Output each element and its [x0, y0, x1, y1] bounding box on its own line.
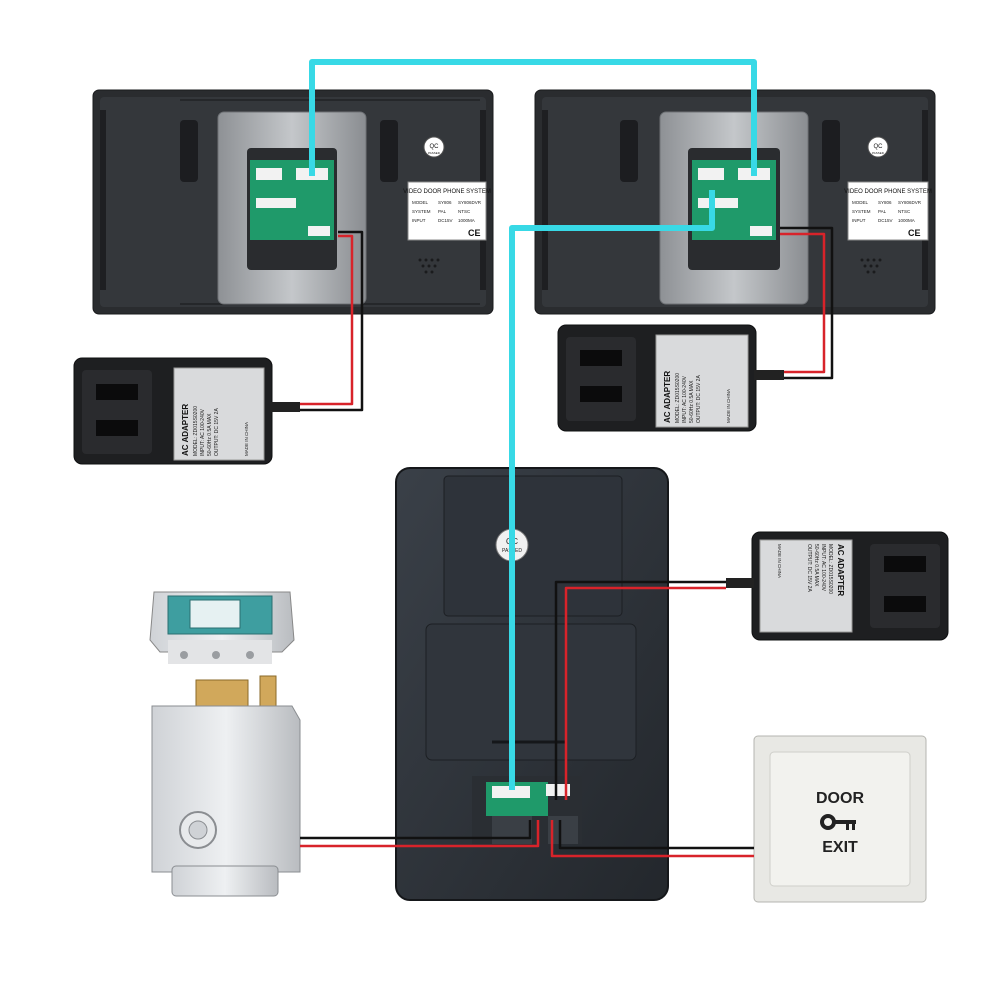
adapter-door: AC ADAPTER MODEL: ZD015S0200 INPUT: AC 1… — [726, 531, 949, 641]
svg-text:PASSED: PASSED — [872, 151, 885, 155]
exit-wire-black — [558, 820, 754, 850]
monitor-right: VIDEO DOOR PHONE SYSTEM MODEL SY806 SY80… — [534, 89, 936, 315]
adapter-right-title: AC ADAPTER — [663, 371, 672, 423]
svg-text:1000MA: 1000MA — [898, 218, 915, 223]
svg-text:MADE IN CHINA: MADE IN CHINA — [777, 544, 782, 578]
exit-button-device: DOOR EXIT — [753, 735, 927, 903]
adapter-monitor-left: AC ADAPTER MODEL: ZD015S0200 INPUT: AC 1… — [73, 357, 300, 465]
svg-text:MODEL: ZD015S0200: MODEL: ZD015S0200 — [675, 373, 681, 423]
svg-text:MODEL: ZD015S0200: MODEL: ZD015S0200 — [827, 544, 833, 594]
adapter-left-title: AC ADAPTER — [181, 404, 190, 456]
svg-text:QC: QC — [430, 144, 440, 150]
svg-text:DC15V: DC15V — [878, 218, 893, 223]
svg-text:SY806DVR: SY806DVR — [458, 200, 482, 205]
lock-wire-red — [300, 820, 540, 848]
power-wire-right-black — [780, 226, 834, 380]
power-wire-door-red — [564, 586, 726, 800]
monitor-left-label-row1: MODEL — [412, 200, 429, 205]
svg-text:NTSC: NTSC — [898, 209, 911, 214]
svg-text:SY806DVR: SY806DVR — [898, 200, 922, 205]
svg-text:DC15V: DC15V — [438, 218, 453, 223]
ce-mark-right: CE — [908, 228, 921, 238]
exit-button-line2: EXIT — [822, 839, 858, 856]
svg-text:MADE IN CHINA: MADE IN CHINA — [244, 422, 249, 456]
svg-text:MADE IN CHINA: MADE IN CHINA — [726, 389, 731, 423]
svg-text:QC: QC — [874, 144, 884, 150]
svg-text:MODEL: ZD015S0200: MODEL: ZD015S0200 — [193, 406, 199, 456]
svg-text:OUTPUT: DC 15V 2A: OUTPUT: DC 15V 2A — [214, 408, 220, 456]
svg-text:OUTPUT: DC 15V 2A: OUTPUT: DC 15V 2A — [696, 375, 702, 423]
svg-text:50-60Hz 0.5A MAX: 50-60Hz 0.5A MAX — [813, 544, 819, 587]
svg-text:INPUT: INPUT — [412, 218, 426, 223]
video-wire-door — [509, 190, 715, 790]
svg-text:50-60Hz 0.5A MAX: 50-60Hz 0.5A MAX — [689, 380, 695, 423]
wires — [300, 59, 834, 858]
lock-wire-black — [300, 820, 532, 840]
svg-text:PASSED: PASSED — [428, 151, 441, 155]
svg-text:INPUT: AC 100-240V: INPUT: AC 100-240V — [200, 408, 206, 456]
monitor-left-label-title: VIDEO DOOR PHONE SYSTEM — [403, 189, 491, 195]
svg-text:INPUT: AC 100-240V: INPUT: AC 100-240V — [820, 544, 826, 592]
adapter-door-title: AC ADAPTER — [836, 544, 845, 596]
power-wire-left-red — [300, 234, 354, 406]
electric-lock — [149, 591, 301, 897]
key-icon — [820, 814, 856, 830]
svg-text:1000MA: 1000MA — [458, 218, 475, 223]
svg-text:INPUT: AC 100-240V: INPUT: AC 100-240V — [682, 375, 688, 423]
monitor-right-label-title: VIDEO DOOR PHONE SYSTEM — [844, 189, 932, 195]
doorbell-camera-unit: QC PASSED — [395, 467, 669, 901]
svg-text:SYSTEM: SYSTEM — [412, 209, 431, 214]
ce-mark-left: CE — [468, 228, 481, 238]
adapter-monitor-right: AC ADAPTER MODEL: ZD015S0200 INPUT: AC 1… — [557, 324, 784, 432]
exit-button-line1: DOOR — [816, 790, 864, 807]
svg-text:SY806: SY806 — [438, 200, 452, 205]
svg-text:MODEL: MODEL — [852, 200, 869, 205]
svg-text:NTSC: NTSC — [458, 209, 471, 214]
exit-wire-red — [550, 820, 754, 858]
power-wire-door-black — [554, 580, 726, 800]
svg-text:OUTPUT: DC 15V 2A: OUTPUT: DC 15V 2A — [806, 544, 812, 592]
power-wire-right-red — [780, 232, 826, 374]
monitor-left: VIDEO DOOR PHONE SYSTEM MODEL SY806 SY80… — [92, 89, 494, 315]
svg-text:SYSTEM: SYSTEM — [852, 209, 871, 214]
svg-text:INPUT: INPUT — [852, 218, 866, 223]
svg-text:50-60Hz 0.5A MAX: 50-60Hz 0.5A MAX — [207, 413, 213, 456]
svg-text:PAL: PAL — [878, 209, 887, 214]
power-wire-left-black — [300, 230, 364, 412]
video-wire-monitors — [309, 59, 757, 176]
svg-text:PAL: PAL — [438, 209, 447, 214]
svg-text:SY806: SY806 — [878, 200, 892, 205]
